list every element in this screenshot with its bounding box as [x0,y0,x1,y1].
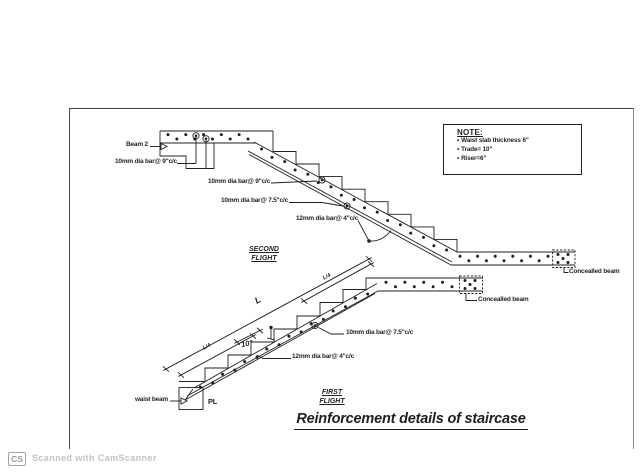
bar-label-9cc-top: 10mm dia bar@ 9"c/c [115,158,177,165]
camscanner-footer: CS Scanned with CamScanner [0,449,640,475]
bullet-icon: • [457,145,460,153]
beam2-label: Beam 2 [126,141,148,148]
note-item-trade: •Trade= 10" [457,145,493,153]
drawing-title-wrap: Reinforcement details of staircase [288,410,534,430]
bullet-icon: • [457,154,460,162]
waist-beam-label: waist beam [134,396,168,403]
note-item-riser: •Riser=6" [457,154,487,162]
note-item-waist-slab: •Waist slab thickness 6" [457,137,529,144]
bar-label-9cc-mid: 10mm dia bar@ 9"c/c [208,178,270,185]
bar-label-4cc-second: 12mm dia bar@ 4"c/c [296,215,358,222]
bar-label-75cc-second: 10mm dia bar@ 7.5"c/c [220,197,288,204]
second-flight-line2: FLIGHT [251,254,277,262]
note-heading: NOTE: [457,128,483,137]
first-flight-line1: FIRST [321,389,343,396]
concealed-beam-label-lower: Concealled beam [478,296,529,303]
second-flight-heading: SECOND FLIGHT [240,246,288,264]
bar-label-75cc-first: 10mm dia bar@ 7.5"c/c [346,329,414,336]
pl-label: PL [208,397,218,406]
second-flight-line1: SECOND [249,246,279,253]
camscanner-logo-icon: CS [8,452,26,466]
note-box: NOTE: •Waist slab thickness 6" •Trade= 1… [443,124,582,175]
drawing-title: Reinforcement details of staircase [294,411,528,430]
camscanner-watermark-text: Scanned with CamScanner [32,453,157,463]
concealed-beam-label-upper: Concealled beam [569,268,620,275]
bar-label-4cc-first: 12mm dia bar@ 4"c/c [292,353,354,360]
first-flight-heading: FIRST FLIGHT [310,389,354,407]
first-flight-line2: FLIGHT [319,397,345,405]
bullet-icon: • [457,137,460,144]
